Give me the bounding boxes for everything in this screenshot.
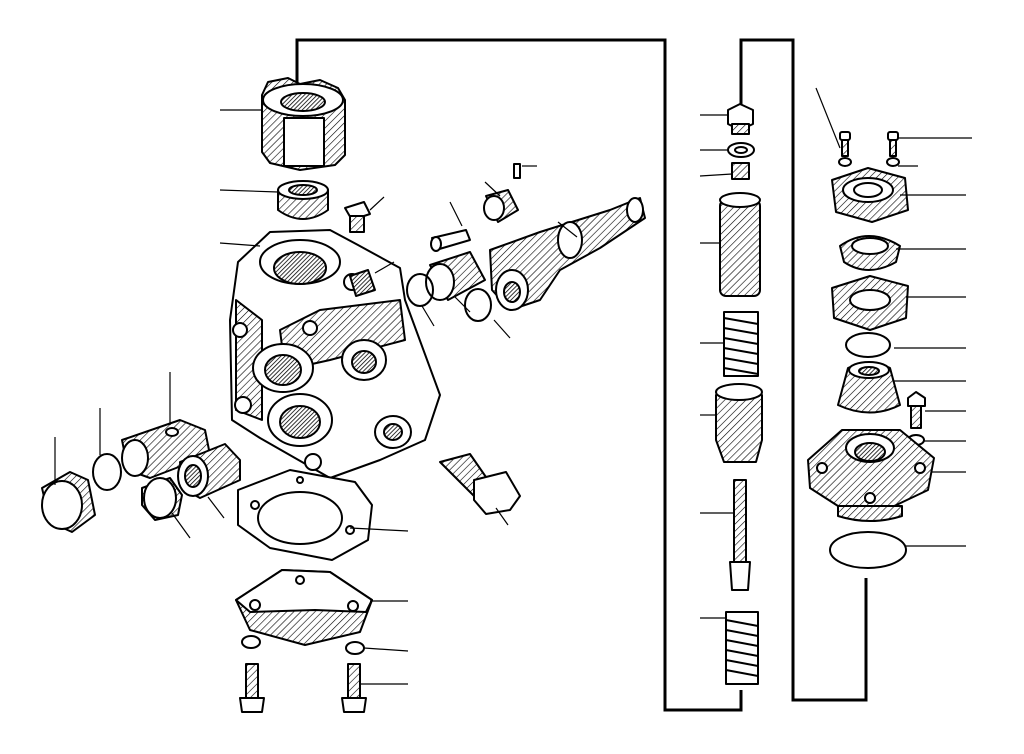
threaded-plug-right [425,251,486,301]
valve-seat-sleeve [715,383,763,463]
leader-lines-right [815,87,972,547]
washer-bottom-right [345,641,365,655]
o-ring-right-1 [406,273,434,307]
valve-body-group [41,77,646,713]
dowel-pin [430,229,471,252]
leader-lines-left [54,109,578,685]
screw-top-right [886,131,900,167]
leader-lines-middle [699,114,734,619]
assembly-connector-lines [295,38,868,712]
valve-body-housing [229,229,441,479]
bearing-ring [277,180,329,220]
tiny-pin [513,163,521,179]
castle-nut [261,77,346,171]
cap-nut [727,103,754,135]
spool-shaft [489,197,646,311]
seal-plate [831,275,909,331]
hex-bolt [439,453,521,515]
seal-cup [839,235,901,271]
top-flange-plate [831,167,909,223]
gasket [237,469,373,561]
o-ring-left [92,453,122,491]
bushing-left-2 [141,477,183,521]
screw-top-left [838,131,852,167]
bushing-left-1 [177,443,241,499]
flange-stack-group [807,87,972,569]
base-flange [807,429,935,522]
end-plug-left [41,471,96,533]
small-bolt-top [344,201,371,233]
o-ring-flange [845,332,891,358]
cover-plate [235,569,373,646]
o-ring-right-2 [464,288,492,322]
coil-spring-lower [725,611,759,685]
large-o-ring [829,531,907,569]
plunger-tube [719,192,761,297]
coil-spring-upper [723,311,759,377]
washer-bottom-left [241,635,261,649]
valve-stem [729,479,751,591]
bolt-bottom-left [239,663,265,713]
washer-column [727,142,755,158]
small-nut-body [349,269,376,297]
bolt-right [907,391,926,429]
spool-column-group [699,103,763,685]
small-spring-top [731,162,750,180]
small-bushing [483,189,519,223]
conical-seat [837,361,901,414]
bolt-bottom-right [341,663,367,713]
